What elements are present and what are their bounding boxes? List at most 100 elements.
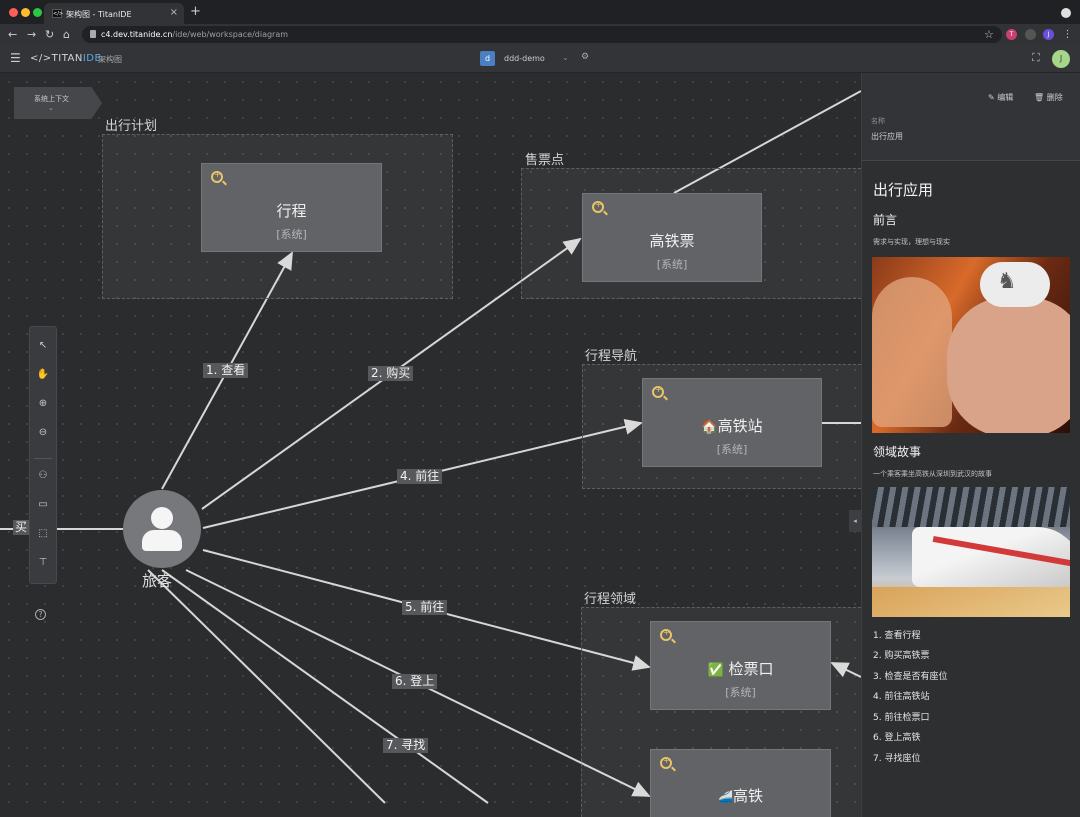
fullscreen-icon[interactable]: ⛶	[1032, 51, 1040, 64]
high-speed-train-photo-image	[872, 487, 1070, 617]
node-kind: [系统]	[716, 443, 748, 456]
boundary-title: 行程导航	[585, 349, 638, 364]
node-kind: [系统]	[725, 686, 756, 699]
collapse-panel-icon[interactable]: ◂	[849, 510, 861, 532]
zoom-in-icon[interactable]	[211, 170, 223, 183]
edge-label[interactable]: 买	[13, 520, 30, 535]
train-icon: 🚄	[718, 790, 733, 804]
edge-line-8	[147, 569, 386, 804]
story-step: 2. 购买高铁票	[873, 651, 930, 661]
system-node-station[interactable]: 🏠高铁站 [系统]	[642, 378, 822, 467]
breadcrumb: 架构图	[98, 55, 122, 64]
lock-icon	[90, 30, 96, 38]
story-step: 6. 登上高铁	[873, 733, 921, 743]
zoom-in-icon[interactable]	[592, 200, 604, 213]
edge-label[interactable]: 4. 前往	[397, 469, 443, 484]
address-bar[interactable]: c4.dev.titanide.cn/ide/web/workspace/dia…	[82, 26, 1002, 43]
tab-search-icon[interactable]	[1061, 8, 1071, 18]
chevron-down-icon[interactable]: ⌄	[48, 104, 54, 112]
chevron-down-icon[interactable]: ⌄	[562, 53, 569, 62]
tab-favicon-icon: </>	[52, 9, 64, 18]
minimize-window-dot[interactable]	[21, 8, 30, 17]
add-boundary-icon[interactable]: ⬚	[38, 528, 48, 539]
context-level-tag[interactable]: 系统上下文 ⌄	[14, 87, 102, 119]
tab-strip: </> 架构图 - TitanIDE × +	[0, 0, 1080, 24]
zoom-in-icon[interactable]: ⊕	[38, 398, 48, 409]
person-icon	[151, 507, 173, 529]
pan-hand-icon[interactable]: ✋	[36, 369, 50, 380]
story-step: 7. 寻找座位	[873, 754, 921, 764]
edge-line-7	[161, 569, 489, 804]
url-text: c4.dev.titanide.cn/ide/web/workspace/dia…	[101, 30, 288, 39]
forward-icon[interactable]: →	[27, 28, 37, 41]
section-text: 一个乘客乘坐高铁从深圳到武汉的故事	[873, 470, 992, 478]
app-header: ☰ </>TITANIDE 架构图 d ddd-demo ⌄ ⚙ ⛶ J	[0, 45, 1080, 73]
edit-button[interactable]: ✎ 编辑	[988, 93, 1014, 102]
photo-back-shape	[947, 297, 1070, 433]
node-name-row: ✅ 检票口	[651, 658, 830, 679]
close-tab-icon[interactable]: ×	[169, 7, 178, 18]
pegasus-sketch-icon: ♞	[997, 269, 1017, 294]
panel-header: ✎ 编辑 🗑 删除 名称 出行应用	[862, 73, 1080, 161]
edge-label[interactable]: 5. 前往	[402, 600, 448, 615]
zoom-out-icon[interactable]: ⊖	[38, 427, 48, 438]
edge-label[interactable]: 1. 查看	[203, 363, 249, 378]
add-person-icon[interactable]: ⚇	[38, 470, 48, 481]
story-step: 5. 前往检票口	[873, 713, 930, 723]
edge-label[interactable]: 2. 购买	[368, 366, 414, 381]
select-pointer-icon[interactable]: ↖	[38, 340, 48, 351]
thought-cloud-shape	[980, 262, 1050, 307]
extension-t-icon[interactable]: T	[1006, 29, 1017, 40]
node-name: 高铁票	[649, 232, 695, 250]
add-text-icon[interactable]: ⊤	[38, 557, 48, 568]
diagram-canvas[interactable]: 系统上下文 ⌄ 出行计划 售票点 行程导航 行程领域 行程 [系统] 高铁票 […	[0, 73, 861, 817]
house-icon: 🏠	[701, 420, 718, 435]
maximize-window-dot[interactable]	[33, 8, 42, 17]
system-node-gate[interactable]: ✅ 检票口 [系统]	[650, 621, 831, 710]
name-field-value: 出行应用	[871, 132, 903, 141]
profile-icon[interactable]: J	[1043, 29, 1054, 40]
system-node-train[interactable]: 🚄高铁	[650, 749, 831, 817]
home-icon[interactable]: ⌂	[63, 28, 70, 41]
delete-button[interactable]: 🗑 删除	[1034, 93, 1063, 102]
add-system-icon[interactable]: ▭	[38, 499, 48, 510]
node-name: 高铁	[732, 787, 763, 805]
edit-label: 编辑	[997, 93, 1014, 102]
node-name: 行程	[276, 202, 307, 220]
browser-menu-icon[interactable]: ⋮	[1062, 29, 1073, 40]
workspace-selector[interactable]: ddd-demo	[504, 54, 545, 63]
zoom-in-icon[interactable]	[660, 756, 672, 769]
hamburger-menu-icon[interactable]: ☰	[10, 51, 21, 65]
back-icon[interactable]: ←	[8, 28, 18, 41]
close-window-dot[interactable]	[9, 8, 18, 17]
user-avatar[interactable]: J	[1052, 50, 1070, 68]
extensions-puzzle-icon[interactable]	[1025, 29, 1036, 40]
node-name-row: 🚄高铁	[651, 785, 830, 806]
browser-tab[interactable]: </> 架构图 - TitanIDE ×	[44, 3, 184, 24]
reload-icon[interactable]: ↻	[45, 28, 55, 41]
system-node-train-ticket[interactable]: 高铁票 [系统]	[582, 193, 762, 282]
titanide-logo[interactable]: </>TITANIDE	[30, 53, 102, 64]
platform-line-shape	[872, 587, 1070, 617]
edges-layer	[0, 90, 861, 804]
zoom-in-icon[interactable]	[660, 628, 672, 641]
new-tab-icon[interactable]: +	[190, 4, 201, 19]
person-node[interactable]	[123, 490, 201, 568]
photo-person-shape	[872, 277, 952, 427]
zoom-in-icon[interactable]	[652, 385, 664, 398]
bookmark-star-icon[interactable]: ☆	[984, 28, 994, 41]
url-path: /ide/web/workspace/diagram	[172, 30, 289, 39]
section-title: 前言	[873, 213, 898, 227]
edge-label[interactable]: 6. 登上	[392, 674, 438, 689]
person-label: 旅客	[142, 572, 173, 590]
edge-label[interactable]: 7. 寻找	[383, 738, 429, 753]
logo-brand: TITAN	[51, 53, 83, 64]
browser-chrome: </> 架构图 - TitanIDE × + ← → ↻ ⌂ c4.dev.ti…	[0, 0, 1080, 45]
gear-icon[interactable]: ⚙	[581, 52, 590, 62]
toolbar-divider	[34, 458, 52, 459]
help-icon[interactable]: ?	[35, 609, 46, 620]
node-kind: [系统]	[276, 228, 307, 241]
system-node-itinerary[interactable]: 行程 [系统]	[201, 163, 382, 252]
section-title: 领域故事	[873, 445, 922, 459]
check-icon: ✅	[707, 663, 724, 678]
